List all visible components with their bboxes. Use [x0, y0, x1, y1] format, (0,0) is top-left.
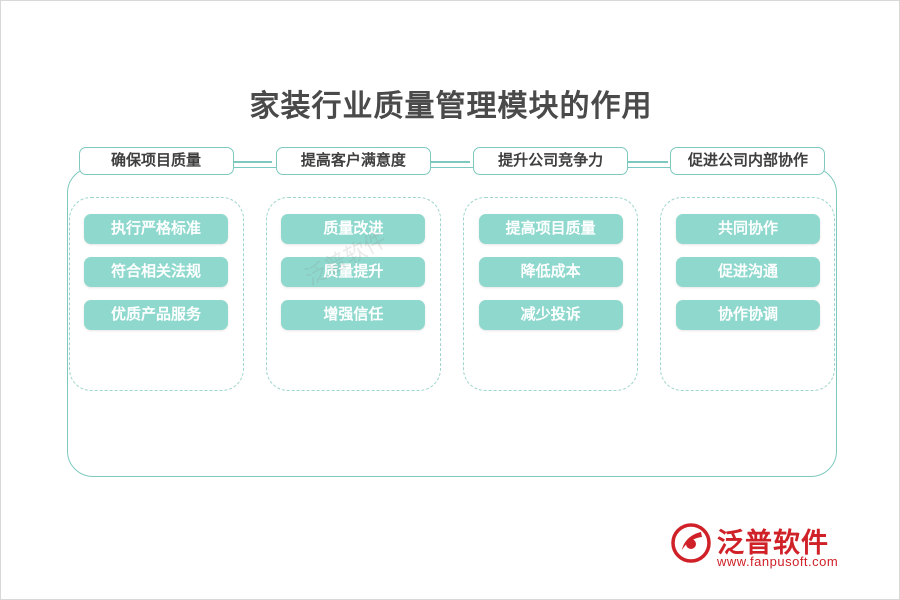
- columns-container: 确保项目质量 执行严格标准 符合相关法规 优质产品服务 提高客户满意度 质量改进…: [67, 147, 837, 397]
- column-items-box: 执行严格标准 符合相关法规 优质产品服务: [68, 197, 244, 391]
- list-item[interactable]: 执行严格标准: [84, 214, 228, 244]
- column-competitiveness: 提升公司竞争力 提高项目质量 降低成本 减少投诉: [462, 147, 640, 391]
- column-header[interactable]: 提高客户满意度: [275, 147, 431, 175]
- list-item[interactable]: 增强信任: [281, 300, 426, 330]
- column-ensure-project-quality: 确保项目质量 执行严格标准 符合相关法规 优质产品服务: [67, 147, 245, 391]
- outer-frame: [67, 167, 837, 477]
- list-item[interactable]: 符合相关法规: [84, 257, 228, 287]
- logo-brand-text: 泛普软件: [717, 528, 829, 558]
- list-item[interactable]: 提高项目质量: [478, 214, 623, 244]
- brand-logo: 泛普软件 www.fanpusoft.com: [671, 521, 881, 577]
- logo-url-text: www.fanpusoft.com: [717, 554, 839, 569]
- page-title: 家装行业质量管理模块的作用: [249, 90, 653, 123]
- list-item[interactable]: 减少投诉: [478, 300, 623, 330]
- list-item[interactable]: 降低成本: [478, 257, 623, 287]
- column-header[interactable]: 促进公司内部协作: [670, 147, 826, 175]
- list-item[interactable]: 质量改进: [281, 214, 426, 244]
- list-item[interactable]: 质量提升: [281, 257, 426, 287]
- connector-line-2: [420, 161, 470, 163]
- list-item[interactable]: 促进沟通: [675, 257, 820, 287]
- column-customer-satisfaction: 提高客户满意度 质量改进 质量提升 增强信任: [264, 147, 442, 391]
- column-internal-collaboration: 促进公司内部协作 共同协作 促进沟通 协作协调: [659, 147, 837, 391]
- list-item[interactable]: 共同协作: [675, 214, 820, 244]
- column-items-box: 共同协作 促进沟通 协作协调: [660, 197, 836, 391]
- list-item[interactable]: 优质产品服务: [84, 300, 228, 330]
- connector-line-1: [222, 161, 272, 163]
- connector-line-3: [618, 161, 668, 163]
- column-items-box: 质量改进 质量提升 增强信任: [265, 197, 441, 391]
- column-header[interactable]: 提升公司竞争力: [473, 147, 629, 175]
- logo-mark-icon: [671, 523, 711, 563]
- column-header[interactable]: 确保项目质量: [78, 147, 234, 175]
- column-items-box: 提高项目质量 降低成本 减少投诉: [463, 197, 639, 391]
- list-item[interactable]: 协作协调: [675, 300, 820, 330]
